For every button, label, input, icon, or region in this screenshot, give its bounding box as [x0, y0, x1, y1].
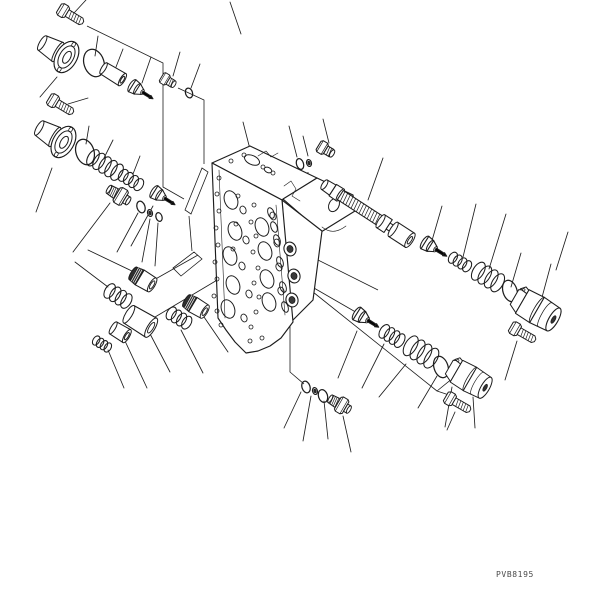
leader-line	[288, 125, 298, 158]
leader-line	[115, 48, 124, 68]
hex-bolt-2	[45, 93, 75, 116]
cover-cap-1	[36, 35, 80, 74]
valve-body	[211, 145, 356, 354]
spring-8	[91, 335, 113, 353]
o-ring-1	[82, 48, 106, 78]
leader-line	[322, 118, 330, 144]
cover-cap-2	[33, 120, 77, 159]
o-ring-10	[317, 389, 329, 403]
retainer-nut-2	[305, 158, 313, 168]
threaded-plug-1	[105, 184, 132, 206]
leader-line	[229, 1, 242, 35]
threaded-plug-2	[327, 394, 352, 415]
hex-bolt-3	[507, 321, 537, 343]
leader-line	[302, 135, 309, 157]
leader-line	[172, 51, 181, 77]
leader-line	[67, 97, 89, 105]
leader-line	[462, 203, 477, 258]
leader-line	[103, 139, 114, 159]
leader-line	[203, 316, 229, 353]
leader-lines	[35, 0, 569, 453]
leader-line	[488, 213, 507, 270]
leader-line	[337, 330, 358, 379]
leader-line	[73, 0, 87, 14]
parts-layer	[33, 3, 562, 415]
leader-line	[154, 222, 159, 267]
o-ring-4	[136, 200, 146, 214]
leader-line	[39, 76, 58, 98]
hex-bolt-1	[55, 3, 85, 26]
leader-line	[504, 340, 518, 381]
poppet-1	[127, 79, 154, 100]
retainer-nut-1	[146, 208, 154, 218]
leader-line	[180, 329, 204, 374]
valve-cartridge-2	[444, 357, 493, 399]
hex-bolt-4	[442, 391, 472, 413]
leader-line	[132, 155, 141, 175]
spring-7	[103, 283, 133, 309]
leader-line	[323, 400, 329, 440]
leader-line	[378, 363, 407, 398]
callout-frame	[172, 251, 203, 277]
leader-line	[141, 56, 152, 84]
spring-4	[470, 261, 506, 293]
leader-line	[555, 231, 569, 271]
knurled-plug-1	[128, 266, 158, 293]
leader-line	[342, 415, 352, 453]
leader-line	[141, 218, 151, 263]
leader-line	[147, 329, 171, 373]
spring-5	[378, 324, 406, 348]
bushing-small	[108, 321, 132, 344]
leader-line	[72, 202, 111, 253]
spring-6	[402, 335, 440, 369]
spring-3	[447, 251, 473, 273]
bushing-large	[122, 304, 159, 338]
o-ring-5	[155, 211, 163, 223]
leader-line	[540, 263, 552, 302]
o-ring-6	[295, 158, 305, 170]
leader-line	[367, 157, 384, 201]
leader-line	[190, 63, 201, 89]
leader-line	[446, 411, 456, 431]
spring-2	[117, 168, 145, 192]
leader-line	[283, 391, 302, 429]
leader-line	[510, 252, 522, 288]
leader-line	[116, 212, 139, 253]
leader-line	[124, 340, 148, 389]
valve-body	[211, 145, 356, 354]
spring-1	[86, 149, 124, 181]
leader-line	[107, 349, 125, 389]
leader-line	[87, 249, 135, 273]
leader-line	[94, 35, 99, 57]
retainer-nut-3	[311, 386, 319, 396]
bushing-pin-1	[99, 62, 128, 87]
leader-line	[302, 395, 312, 442]
knurled-plug-2	[182, 294, 210, 319]
figure-code: PVB8195	[496, 570, 534, 579]
main-spool	[320, 179, 416, 248]
leader-line	[361, 343, 385, 389]
poppet-3	[419, 235, 448, 257]
leader-line	[417, 375, 438, 409]
poppet-2	[149, 185, 176, 206]
plug-fitting-1	[158, 72, 177, 88]
callout-frame	[184, 167, 209, 215]
o-ring-2	[184, 87, 194, 99]
o-ring-3	[74, 138, 96, 166]
callout-frames	[172, 167, 209, 277]
spring-9	[165, 306, 193, 330]
leader-line	[74, 261, 109, 288]
leader-line	[430, 205, 443, 245]
plug-fitting-2	[315, 140, 336, 158]
leader-line	[472, 396, 476, 429]
o-ring-9	[301, 380, 311, 394]
o-ring-8	[432, 355, 450, 379]
poppet-4	[351, 306, 380, 328]
valve-cartridge-1	[509, 286, 562, 332]
leader-line	[35, 167, 53, 213]
leader-line	[85, 125, 90, 145]
